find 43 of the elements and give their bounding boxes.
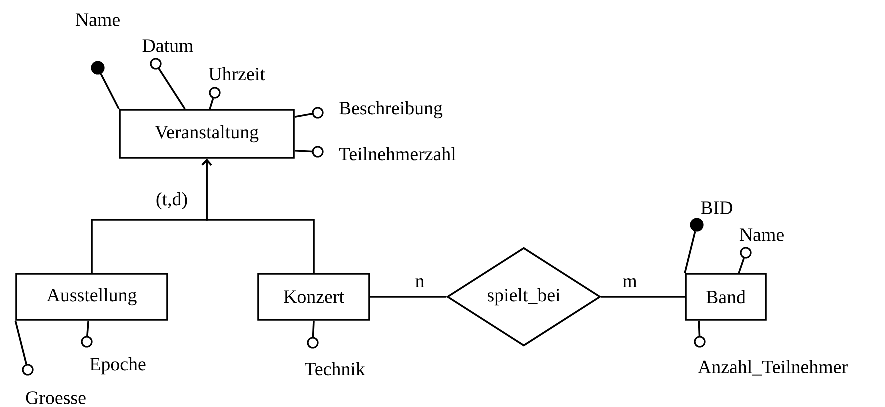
attribute-circle bbox=[81, 336, 93, 348]
attribute-label: Anzahl_Teilnehmer bbox=[698, 360, 848, 376]
attribute-circle bbox=[312, 146, 324, 158]
attribute-line bbox=[14, 320, 28, 365]
entity-box: Ausstellung bbox=[16, 273, 168, 321]
attribute-circle bbox=[312, 107, 324, 119]
generalization-arrow bbox=[202, 158, 315, 274]
edge-label: n bbox=[414, 278, 426, 288]
attribute-line bbox=[158, 68, 186, 110]
relationship-line bbox=[370, 296, 447, 298]
attribute-label: BID bbox=[701, 202, 733, 214]
key-attribute-dot bbox=[91, 61, 105, 75]
entity-box: Konzert bbox=[258, 273, 370, 321]
attribute-line bbox=[684, 231, 696, 274]
attribute-circle bbox=[150, 58, 162, 70]
attribute-label: Teilnehmerzahl bbox=[339, 147, 456, 161]
attribute-line bbox=[294, 150, 312, 153]
entity-box: Band bbox=[685, 273, 767, 321]
attribute-label: Datum bbox=[142, 40, 194, 52]
attribute-label: Uhrzeit bbox=[209, 67, 266, 81]
attribute-line bbox=[209, 98, 214, 110]
relationship-line bbox=[601, 296, 686, 298]
attribute-label: Name bbox=[740, 228, 784, 242]
attribute-label: Groesse bbox=[26, 392, 86, 404]
attribute-circle bbox=[694, 336, 706, 348]
attribute-label: Beschreibung bbox=[339, 101, 443, 119]
attribute-line bbox=[100, 74, 120, 110]
attribute-label: Technik bbox=[305, 362, 366, 376]
attribute-line bbox=[738, 258, 745, 274]
edge-label: (t,d) bbox=[154, 191, 190, 211]
attribute-label: Epoche bbox=[90, 357, 146, 375]
entity-box: Veranstaltung bbox=[119, 109, 295, 159]
attribute-line bbox=[86, 320, 90, 336]
attribute-line bbox=[294, 113, 312, 118]
attribute-line bbox=[698, 320, 701, 336]
attribute-circle bbox=[740, 247, 752, 259]
edge-label: m bbox=[622, 278, 638, 288]
key-attribute-dot bbox=[690, 218, 704, 232]
attribute-circle bbox=[22, 364, 34, 376]
attribute-circle bbox=[307, 337, 319, 349]
attribute-line bbox=[312, 320, 315, 338]
attribute-circle bbox=[209, 87, 221, 99]
attribute-label: Name bbox=[76, 14, 120, 26]
